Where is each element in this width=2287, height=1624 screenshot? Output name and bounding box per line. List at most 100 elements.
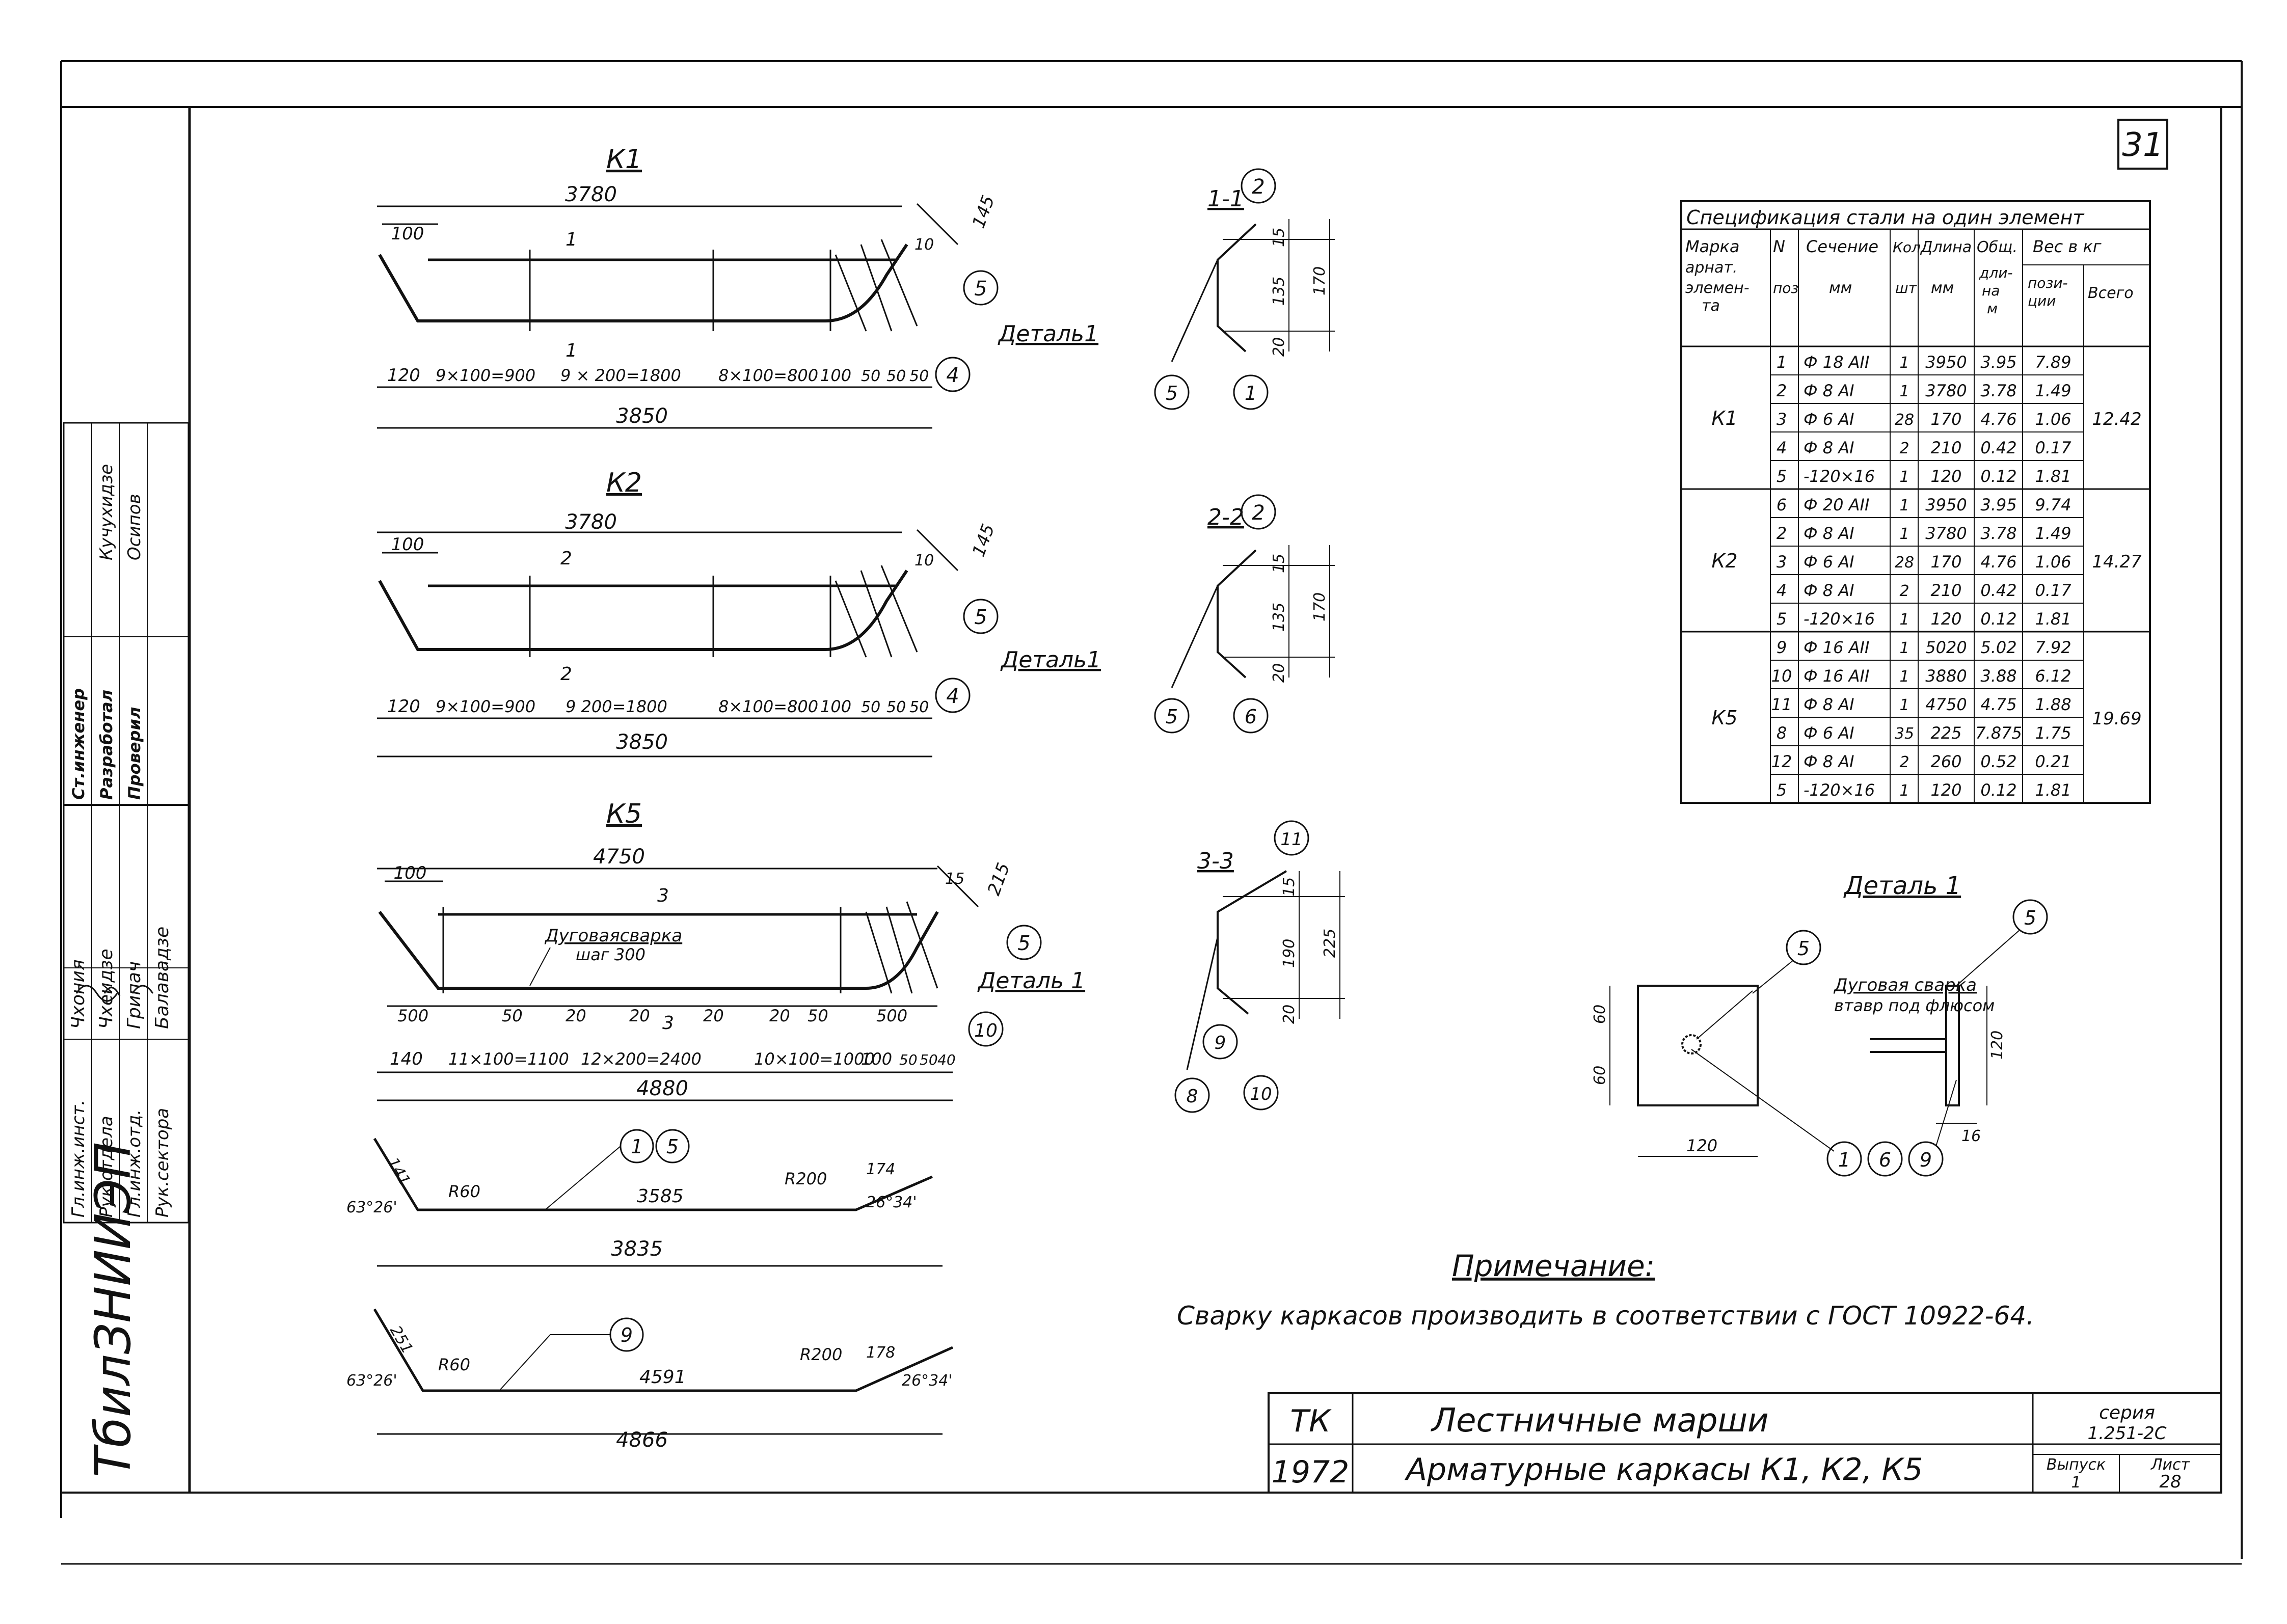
spec-cell-weight: 7.89 — [2035, 353, 2071, 372]
spec-head-pos: N — [1773, 237, 1785, 256]
stamp-series: 1.251-2С — [2088, 1423, 2167, 1444]
spec-cell-qty: 28 — [1895, 554, 1914, 572]
spec-head-weight-pos: пози- — [2028, 275, 2068, 291]
spec-cell-section: Ф 8 AI — [1804, 524, 1854, 543]
s1-d15: 15 — [1270, 228, 1288, 247]
spec-cell-total-len: 4.75 — [1980, 695, 2016, 714]
role-3: Гл.инж.отд. — [124, 1109, 145, 1217]
spec-cell-total-len: 3.78 — [1980, 524, 2016, 543]
detail1-d16: 16 — [1961, 1127, 1981, 1145]
detail1-plate-side — [1945, 985, 1960, 1106]
spec-head-total-4: м — [1987, 300, 1998, 317]
spec-cell-section: Ф 8 AI — [1804, 438, 1854, 457]
spec-group-total: 14.27 — [2092, 552, 2142, 572]
spec-cell-pos: 8 — [1777, 723, 1787, 743]
spec-head-total-2: дли- — [1979, 264, 2013, 281]
s2-d135: 135 — [1270, 603, 1288, 632]
s3-d225: 225 — [1321, 929, 1339, 958]
spec-cell-pos: 12 — [1771, 752, 1792, 771]
bar-1-radius-l: R60 — [448, 1182, 480, 1201]
spec-group-total: 12.42 — [2092, 409, 2141, 429]
spec-cell-weight: 7.92 — [2035, 638, 2071, 657]
title-stamp: ТК 1972 Лестничные марши Арматурные карк… — [1268, 1392, 2222, 1494]
k5-dim-2: 11×100=1100 — [448, 1049, 569, 1069]
spec-cell-section: Ф 20 AII — [1804, 495, 1869, 515]
role2-3: Проверил — [125, 707, 144, 800]
s2-d170: 170 — [1311, 592, 1329, 621]
bar-9-callout: 9 — [621, 1324, 633, 1346]
spec-cell-total-len: 0.12 — [1980, 780, 2016, 800]
s1-stirrup — [1217, 223, 1257, 353]
stamp-year: 1972 — [1272, 1454, 1350, 1490]
spec-cell-pos: 10 — [1771, 666, 1792, 686]
s1-d135: 135 — [1270, 277, 1288, 306]
spec-head-section: Сечение — [1806, 237, 1878, 256]
k1-callout-5: 5 — [974, 277, 987, 301]
spec-head-total-3: на — [1982, 282, 2000, 299]
s2-d15: 15 — [1270, 554, 1288, 573]
spec-cell-qty: 2 — [1899, 582, 1909, 600]
spec-cell-qty: 1 — [1899, 639, 1909, 657]
detail1-d60a: 60 — [1591, 1005, 1609, 1024]
k2-dim-1: 120 — [387, 696, 420, 717]
detail1-d120: 120 — [1686, 1136, 1717, 1155]
spec-cell-pos: 9 — [1777, 638, 1787, 657]
k5-overall-top: 4750 — [593, 845, 645, 869]
frame-k2: К2 3780 100 2 2 145 10 120 9×100=900 9 2… — [377, 468, 1101, 757]
section-3-3: 3-3 11 15 190 20 225 9 8 10 — [1174, 820, 1345, 1113]
spec-cell-weight: 1.06 — [2035, 552, 2071, 572]
k5-left-offset: 100 — [394, 863, 427, 883]
spec-cell-weight: 1.06 — [2035, 410, 2071, 429]
stamp-title1: Лестничные марши — [1431, 1402, 1769, 1440]
spec-cell-qty: 2 — [1899, 440, 1909, 457]
name2-2: Осипов — [124, 494, 145, 560]
s3-left1: 9 — [1215, 1033, 1226, 1053]
k1-detail-label: Деталь1 — [998, 321, 1098, 347]
spec-head-weight-pos-2: ции — [2028, 292, 2056, 309]
bar-1-radius-r: R200 — [785, 1169, 827, 1188]
k2-lower-bar — [378, 570, 908, 651]
k1-lower-bar — [378, 243, 908, 322]
k1-overall-top: 3780 — [565, 183, 617, 206]
stamp-issue: 1 — [2071, 1474, 2081, 1492]
k2-dim-5: 100 — [820, 697, 851, 716]
spec-cell-section: -120×16 — [1804, 780, 1875, 800]
k1-dim-2: 9×100=900 — [436, 366, 535, 385]
s3-right: 10 — [1250, 1084, 1272, 1104]
spec-cell-weight: 1.88 — [2035, 695, 2071, 714]
spec-cell-length: 3780 — [1925, 381, 1967, 400]
k2-dim-4: 8×100=800 — [718, 697, 818, 716]
role-1: Гл.инж.инст. — [68, 1100, 89, 1217]
name-4: Балавадзе — [152, 927, 173, 1029]
spec-cell-pos: 4 — [1777, 438, 1787, 457]
spec-cell-qty: 1 — [1899, 354, 1909, 372]
spec-cell-qty: 1 — [1899, 611, 1909, 629]
spec-head-weight-total: Всего — [2088, 284, 2134, 302]
k1-dim-8: 50 — [909, 367, 929, 385]
spec-cell-pos: 5 — [1777, 467, 1787, 486]
k2-pos2: 2 — [560, 548, 572, 569]
spec-head-mark: Марка — [1685, 237, 1739, 256]
steel-spec-table: Спецификация стали на один элемент Марка… — [1680, 200, 2151, 804]
role2-1: Ст.инженер — [69, 688, 88, 800]
s1-d170: 170 — [1311, 266, 1329, 295]
spec-cell-total-len: 0.52 — [1980, 752, 2016, 771]
bar-1-line — [373, 1138, 933, 1211]
k5-lower-bar — [378, 911, 939, 990]
frame-k1: К1 3780 100 1 1 145 10 120 9×100=900 9 ×… — [377, 144, 1098, 429]
k5-dim-6: 50 — [899, 1051, 918, 1068]
k1-dim-4: 8×100=800 — [718, 366, 818, 385]
spec-cell-section: Ф 18 AII — [1804, 353, 1869, 372]
k2-left-offset: 100 — [391, 534, 424, 555]
detail-1: Деталь 1 5 60 60 120 Дуговая сварка втав… — [1591, 872, 2048, 1177]
spec-group-mark: К5 — [1711, 707, 1737, 729]
spec-cell-weight: 6.12 — [2035, 666, 2071, 686]
k5-mid-4: 20 — [629, 1006, 650, 1025]
spec-head-pos-2: поз — [1773, 280, 1798, 296]
k5-mid-3: 20 — [566, 1006, 586, 1025]
spec-cell-qty: 35 — [1895, 725, 1914, 743]
k2-overall-top: 3780 — [565, 510, 617, 534]
k2-dim-7: 50 — [886, 698, 906, 716]
spec-head-section-unit: мм — [1829, 279, 1852, 297]
